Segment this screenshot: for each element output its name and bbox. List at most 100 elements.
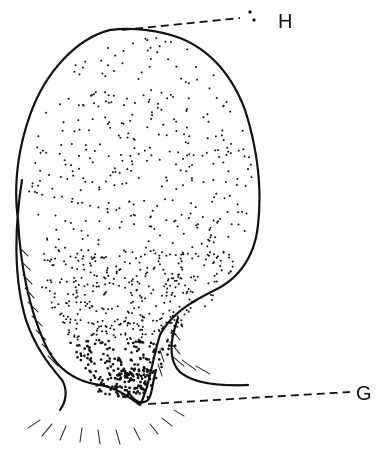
stipple-dot: [135, 346, 138, 349]
stipple-dot: [79, 309, 81, 311]
stipple-dot: [202, 216, 204, 218]
stipple-dot: [117, 395, 120, 398]
stipple-dot: [98, 339, 101, 342]
stipple-dot: [105, 291, 107, 293]
stipple-dot: [48, 174, 50, 176]
stipple-dot: [112, 283, 114, 285]
stipple-dot: [143, 370, 146, 373]
stipple-dot: [157, 103, 159, 105]
stipple-dot: [232, 266, 234, 268]
stipple-dot: [44, 259, 46, 261]
stipple-dot: [70, 318, 72, 320]
stipple-dot: [165, 219, 167, 221]
stipple-dot: [226, 101, 228, 103]
stipple-dot: [115, 209, 117, 211]
stipple-dot: [166, 291, 168, 293]
stipple-dot: [108, 94, 110, 96]
stipple-dot: [124, 372, 127, 375]
stipple-dot: [116, 272, 118, 274]
stipple-dot: [226, 147, 228, 149]
stipple-dot: [213, 253, 215, 255]
stipple-dot: [165, 322, 167, 324]
stipple-dot: [162, 124, 164, 126]
stipple-dot: [95, 370, 98, 373]
stipple-dot: [188, 135, 190, 137]
stipple-dot: [63, 260, 65, 262]
stipple-dot: [188, 97, 190, 99]
stipple-dot: [154, 252, 156, 254]
stipple-dot: [192, 291, 194, 293]
stipple-dot: [117, 357, 120, 360]
stipple-dot: [215, 193, 217, 195]
stipple-dot: [141, 71, 143, 73]
stipple-dot: [138, 370, 141, 373]
stipple-dot: [246, 212, 248, 214]
stipple-dot: [203, 181, 205, 183]
stipple-dot: [204, 305, 206, 307]
stipple-dot: [121, 393, 124, 396]
stipple-dot: [173, 319, 175, 321]
stipple-dot: [202, 155, 204, 157]
stipple-dot: [209, 229, 211, 231]
stipple-dot: [132, 42, 134, 44]
stipple-dot: [166, 288, 168, 290]
stipple-dot: [55, 246, 57, 248]
stipple-dot: [103, 308, 105, 310]
stipple-dot: [221, 134, 223, 136]
stipple-dot: [143, 367, 146, 370]
stipple-dot: [224, 197, 226, 199]
stipple-dot: [159, 159, 161, 161]
base-hatching: [28, 410, 184, 444]
stipple-dot: [112, 369, 115, 372]
stipple-dot: [220, 260, 222, 262]
stipple-dot: [66, 178, 68, 180]
stipple-dot: [188, 82, 190, 84]
stipple-dot: [115, 265, 117, 267]
stipple-dot: [138, 177, 140, 179]
stipple-dot: [152, 343, 155, 346]
stipple-dot: [91, 305, 93, 307]
stipple-dot: [84, 367, 87, 370]
stipple-dot: [191, 301, 193, 303]
stipple-dot: [167, 58, 169, 60]
stipple-dot: [96, 330, 98, 332]
stipple-dot: [94, 260, 96, 262]
stipple-dot: [131, 284, 133, 286]
stipple-dot: [127, 132, 129, 134]
stipple-dot: [51, 307, 53, 309]
stipple-dot: [103, 257, 105, 259]
stipple-dot: [175, 254, 177, 256]
stipple-dot: [104, 362, 107, 365]
stipple-dot: [244, 230, 246, 232]
stipple-dot: [150, 341, 153, 344]
stipple-dot: [73, 71, 75, 73]
stipple-dot: [104, 116, 106, 118]
stipple-dot: [107, 308, 109, 310]
stipple-dot: [80, 249, 82, 251]
stipple-dot: [166, 134, 168, 136]
stipple-dot: [80, 301, 82, 303]
stipple-dot: [177, 321, 179, 323]
stipple-dot: [119, 137, 121, 139]
stipple-dot: [211, 299, 213, 301]
stipple-dot: [138, 325, 140, 327]
stipple-dot: [128, 281, 130, 283]
stipple-dot: [141, 377, 144, 380]
stipple-dot: [83, 264, 85, 266]
stipple-dot: [54, 306, 56, 308]
stipple-dot: [113, 357, 116, 360]
stipple-dot: [209, 251, 211, 253]
stipple-dot: [104, 343, 107, 346]
stipple-dot: [60, 144, 62, 146]
stipple-dot: [149, 99, 151, 101]
stipple-dot: [58, 238, 60, 240]
stipple-dot: [188, 153, 190, 155]
stipple-dot: [93, 323, 95, 325]
stipple-dot: [190, 276, 192, 278]
stipple-dot: [90, 271, 92, 273]
stipple-dot: [225, 181, 227, 183]
stipple-dot: [80, 189, 82, 191]
stipple-dot: [87, 284, 89, 286]
stipple-dot: [169, 151, 171, 153]
stipple-dot: [139, 329, 141, 331]
